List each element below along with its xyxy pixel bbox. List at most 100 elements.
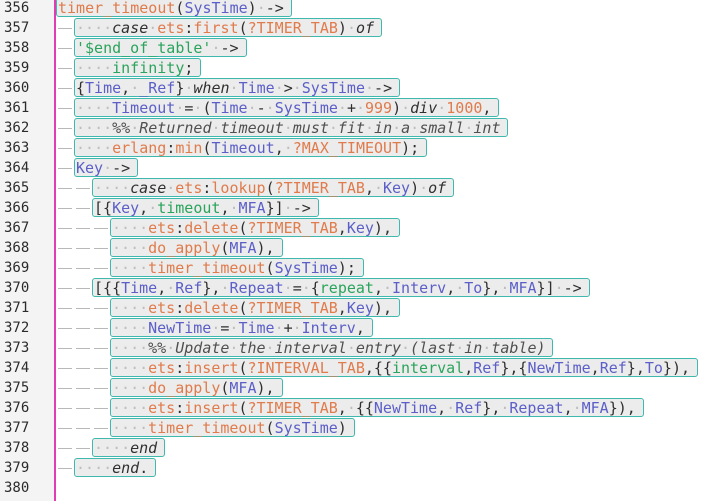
- indent-guide: [94, 308, 108, 310]
- indent-guide: [94, 388, 108, 390]
- indent-guide: [76, 248, 90, 250]
- indent-guide: [58, 408, 72, 410]
- indent-guide: [76, 188, 90, 190]
- indent-guide: [76, 288, 90, 290]
- line-number: 374: [4, 360, 30, 376]
- code-text: ····do_apply(MFA),: [112, 239, 275, 257]
- line-highlight: [74, 58, 202, 77]
- line-number: 378: [4, 440, 30, 456]
- indent-guide: [94, 408, 108, 410]
- code-line[interactable]: ····infinity;: [56, 58, 718, 78]
- code-text: {Time,·_Ref}·when·Time·>·SysTime·->: [76, 79, 393, 97]
- line-number: 377: [4, 420, 30, 436]
- line-highlight: [110, 398, 644, 417]
- line-highlight: [92, 438, 166, 457]
- code-line[interactable]: ····%%·Returned·timeout·must·fit·in·a·sm…: [56, 118, 718, 138]
- indent-guide: [58, 328, 72, 330]
- line-number: 366: [4, 200, 30, 216]
- line-number: 367: [4, 220, 30, 236]
- indent-guide: [58, 248, 72, 250]
- line-highlight: [74, 158, 139, 177]
- line-highlight: [92, 198, 319, 217]
- line-number: 369: [4, 260, 30, 276]
- code-line[interactable]: [{Key,·timeout,·MFA}]·->: [56, 198, 718, 218]
- indent-guide: [94, 228, 108, 230]
- code-text: ····ets:insert(?INTERVAL_TAB,{{interval,…: [112, 359, 690, 377]
- code-line[interactable]: ····erlang:min(Timeout,·?MAX_TIMEOUT);: [56, 138, 718, 158]
- code-text: ····infinity;: [76, 59, 194, 77]
- indent-guide: [94, 328, 108, 330]
- line-highlight: [110, 338, 554, 357]
- indent-guide: [58, 288, 72, 290]
- code-line[interactable]: ····Timeout·=·(Time·-·SysTime·+·999)·div…: [56, 98, 718, 118]
- line-number: 376: [4, 400, 30, 416]
- code-text: ····%%·Returned·timeout·must·fit·in·a·sm…: [76, 119, 501, 137]
- code-line[interactable]: ····end: [56, 438, 718, 458]
- indent-guide: [94, 368, 108, 370]
- code-line[interactable]: ····do_apply(MFA),: [56, 238, 718, 258]
- indent-guide: [76, 368, 90, 370]
- line-highlight: [110, 218, 400, 237]
- line-number: 371: [4, 300, 30, 316]
- code-line[interactable]: ····case·ets:lookup(?TIMER_TAB,·Key)·of: [56, 178, 718, 198]
- code-line[interactable]: [56, 478, 718, 498]
- line-number: 363: [4, 140, 30, 156]
- indent-guide: [76, 308, 90, 310]
- code-line[interactable]: ····case·ets:first(?TIMER_TAB)·of: [56, 18, 718, 38]
- code-line[interactable]: ····ets:insert(?TIMER_TAB,·{{NewTime,·Re…: [56, 398, 718, 418]
- code-text: Key·->: [76, 159, 131, 177]
- code-text: ····end.: [76, 459, 149, 477]
- line-highlight: [74, 98, 500, 117]
- code-line[interactable]: [{{Time,·Ref},·Repeat·=·{repeat,·Interv,…: [56, 278, 718, 298]
- code-text: [{Key,·timeout,·MFA}]·->: [94, 199, 311, 217]
- indent-guide: [94, 428, 108, 430]
- code-line[interactable]: ····ets:insert(?INTERVAL_TAB,{{interval,…: [56, 358, 718, 378]
- code-line[interactable]: '$end_of_table'·->: [56, 38, 718, 58]
- line-number: 368: [4, 240, 30, 256]
- code-line[interactable]: ····ets:delete(?TIMER_TAB,Key),: [56, 298, 718, 318]
- line-highlight: [92, 278, 590, 297]
- indent-guide: [58, 88, 72, 90]
- line-number: 357: [4, 20, 30, 36]
- code-text: ····ets:delete(?TIMER_TAB,Key),: [112, 219, 392, 237]
- line-number: 372: [4, 320, 30, 336]
- line-highlight: [110, 258, 364, 277]
- code-line[interactable]: ····ets:delete(?TIMER_TAB,Key),: [56, 218, 718, 238]
- line-number: 379: [4, 460, 30, 476]
- indent-guide: [58, 28, 72, 30]
- indent-guide: [58, 348, 72, 350]
- code-line[interactable]: ····NewTime·=·Time·+·Interv,: [56, 318, 718, 338]
- code-text: ····Timeout·=·(Time·-·SysTime·+·999)·div…: [76, 99, 492, 117]
- line-highlight: [74, 458, 157, 477]
- code-line[interactable]: timer_timeout(SysTime)·->: [56, 0, 718, 18]
- code-text: timer_timeout(SysTime)·->: [58, 0, 284, 17]
- code-line[interactable]: ····end.: [56, 458, 718, 478]
- indent-guide: [94, 348, 108, 350]
- line-number: 365: [4, 180, 30, 196]
- indent-guide: [76, 208, 90, 210]
- code-line[interactable]: ····do_apply(MFA),: [56, 378, 718, 398]
- indent-guide: [76, 388, 90, 390]
- indent-guide: [58, 468, 72, 470]
- code-text: ····do_apply(MFA),: [112, 379, 275, 397]
- indent-guide: [76, 408, 90, 410]
- line-number: 360: [4, 80, 30, 96]
- code-text: ····erlang:min(Timeout,·?MAX_TIMEOUT);: [76, 139, 420, 157]
- code-line[interactable]: Key·->: [56, 158, 718, 178]
- indent-guide: [94, 248, 108, 250]
- code-line[interactable]: {Time,·_Ref}·when·Time·>·SysTime·->: [56, 78, 718, 98]
- indent-guide: [58, 108, 72, 110]
- line-number: 361: [4, 100, 30, 116]
- line-highlight: [74, 78, 401, 97]
- code-line[interactable]: ····timer_timeout(SysTime): [56, 418, 718, 438]
- code-text: ····timer_timeout(SysTime);: [112, 259, 356, 277]
- line-number: 358: [4, 40, 30, 56]
- indent-guide: [58, 428, 72, 430]
- indent-guide: [58, 68, 72, 70]
- line-number: 362: [4, 120, 30, 136]
- code-line[interactable]: ····timer_timeout(SysTime);: [56, 258, 718, 278]
- line-highlight: [56, 0, 292, 17]
- code-line[interactable]: ····%%·Update·the·interval·entry·(last·i…: [56, 338, 718, 358]
- code-text: ····%%·Update·the·interval·entry·(last·i…: [112, 339, 546, 357]
